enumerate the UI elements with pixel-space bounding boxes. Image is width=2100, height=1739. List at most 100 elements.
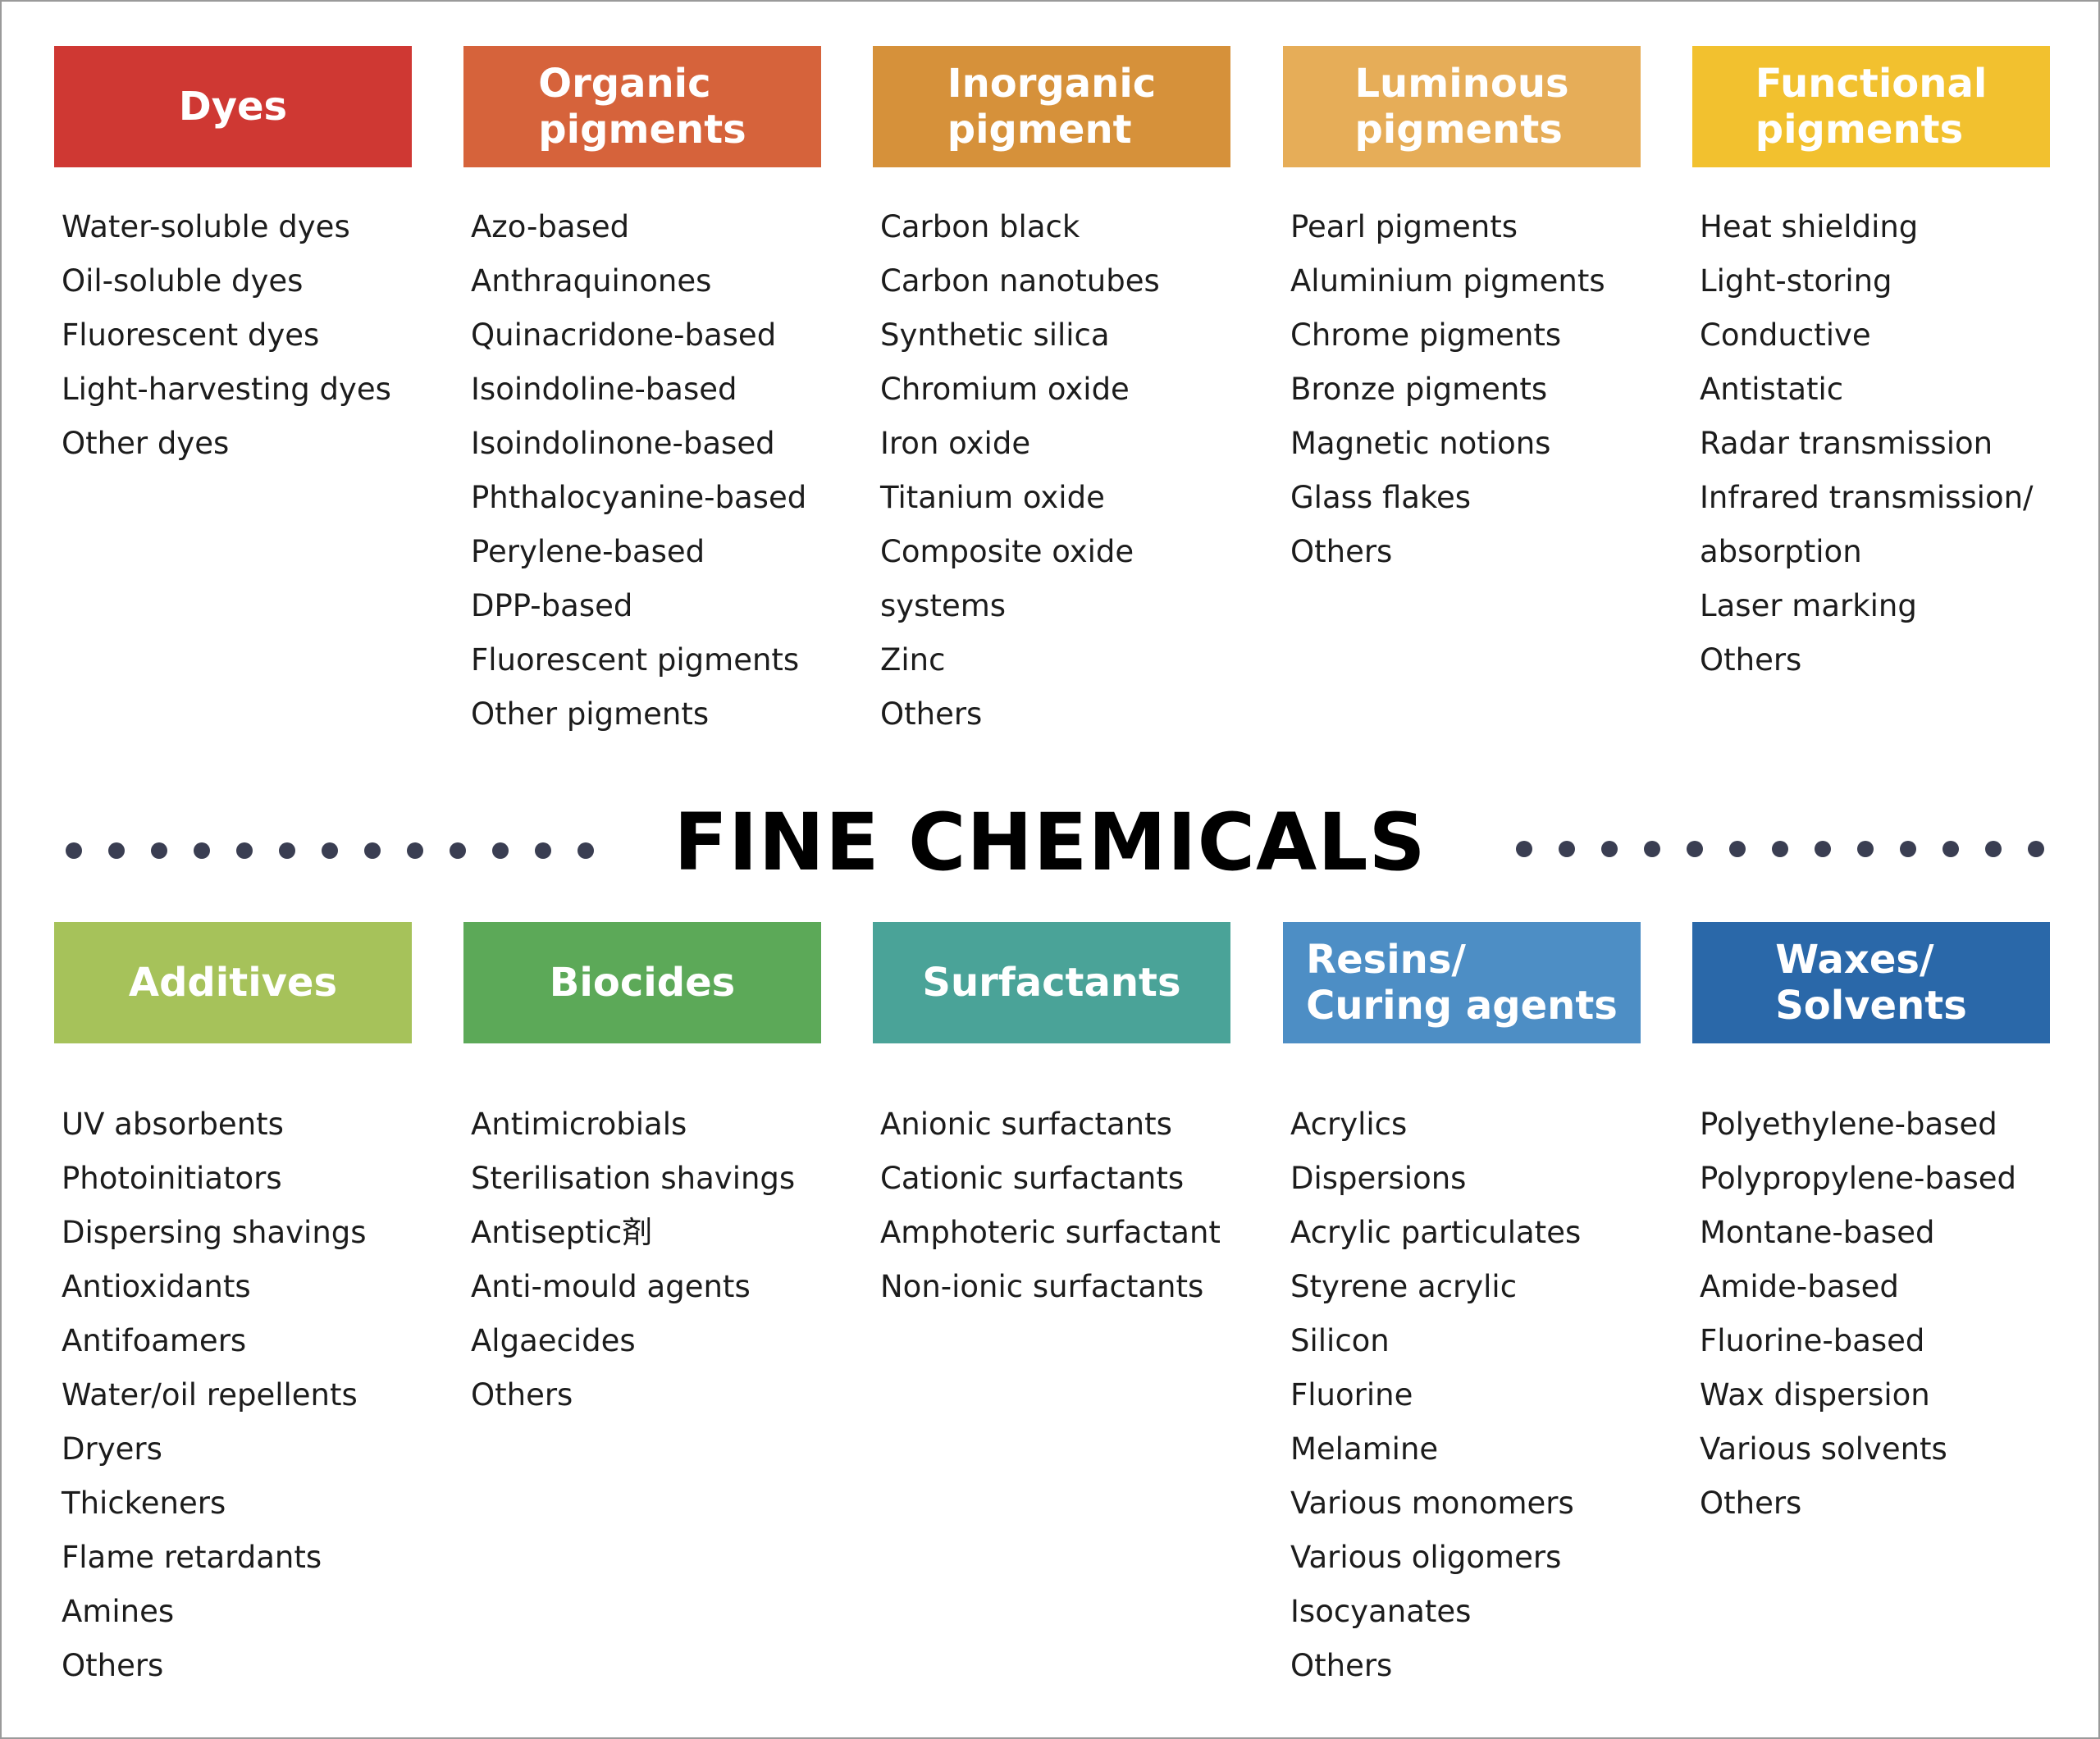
category-header-luminous-pigments: Luminous pigments xyxy=(1283,46,1641,167)
list-item: Others xyxy=(62,1648,164,1683)
list-item: UV absorbents xyxy=(62,1107,284,1142)
category-header-surfactants: Surfactants xyxy=(873,922,1230,1043)
category-header-biocides: Biocides xyxy=(463,922,821,1043)
list-item: Heat shielding xyxy=(1700,209,1919,244)
category-title: Functional pigments xyxy=(1755,61,1988,153)
list-item: Acrylic particulates xyxy=(1290,1215,1582,1250)
list-item: Others xyxy=(880,696,983,732)
list-item: Laser marking xyxy=(1700,588,1917,623)
category-title: Organic pigments xyxy=(538,61,746,153)
dot xyxy=(279,842,295,859)
list-item: Amide-based xyxy=(1700,1269,1899,1304)
list-item: Oil-soluble dyes xyxy=(62,263,304,299)
category-title: Dyes xyxy=(178,84,288,130)
dot xyxy=(535,842,551,859)
category-title: Luminous pigments xyxy=(1354,61,1569,153)
list-item: Others xyxy=(1290,534,1393,569)
list-item: Isoindoline-based xyxy=(471,372,737,407)
list-item: Other pigments xyxy=(471,696,710,732)
list-item: Silicon xyxy=(1290,1323,1390,1358)
dot xyxy=(1942,841,1959,857)
list-item: Amines xyxy=(62,1594,175,1629)
dot xyxy=(151,842,167,859)
list-item: Others xyxy=(1290,1648,1393,1683)
list-item: Radar transmission xyxy=(1700,426,1993,461)
dot xyxy=(194,842,210,859)
category-header-additives: Additives xyxy=(54,922,412,1043)
list-item: Dispersing shavings xyxy=(62,1215,367,1250)
list-item: Fluorescent pigments xyxy=(471,642,800,678)
category-header-resins-curing-agents: Resins/ Curing agents xyxy=(1283,922,1641,1043)
category-header-organic-pigments: Organic pigments xyxy=(463,46,821,167)
list-item: Anionic surfactants xyxy=(880,1107,1172,1142)
list-item: Other dyes xyxy=(62,426,230,461)
dot xyxy=(578,842,594,859)
list-item: Anthraquinones xyxy=(471,263,712,299)
category-title: Surfactants xyxy=(922,960,1181,1006)
list-item: Bronze pigments xyxy=(1290,372,1548,407)
list-surfactants: Anionic surfactants Cationic surfactants… xyxy=(880,1098,1266,1314)
bottom-header-row: Additives Biocides Surfactants Resins/ C… xyxy=(2,922,2098,1045)
main-title: FINE CHEMICALS xyxy=(673,796,1427,888)
list-item: Composite oxide xyxy=(880,534,1134,569)
category-header-waxes-solvents: Waxes/ Solvents xyxy=(1692,922,2050,1043)
list-item: Styrene acrylic xyxy=(1290,1269,1518,1304)
list-luminous-pigments: Pearl pigments Aluminium pigments Chrome… xyxy=(1290,200,1676,579)
list-item: Others xyxy=(1700,1486,1802,1521)
list-item: Magnetic notions xyxy=(1290,426,1551,461)
list-item: Phthalocyanine-based xyxy=(471,480,807,515)
list-item: Chromium oxide xyxy=(880,372,1130,407)
dot xyxy=(236,842,253,859)
list-item: Various solvents xyxy=(1700,1431,1947,1467)
list-resins-curing-agents: Acrylics Dispersions Acrylic particulate… xyxy=(1290,1098,1676,1693)
list-item: Polyethylene-based xyxy=(1700,1107,1997,1142)
dot xyxy=(1900,841,1916,857)
list-item: Dryers xyxy=(62,1431,162,1467)
dot xyxy=(1601,841,1618,857)
dot xyxy=(1516,841,1532,857)
category-header-inorganic-pigment: Inorganic pigment xyxy=(873,46,1230,167)
dot xyxy=(322,842,338,859)
list-waxes-solvents: Polyethylene-based Polypropylene-based M… xyxy=(1700,1098,2085,1531)
list-item: Synthetic silica xyxy=(880,317,1110,353)
list-item: Amphoteric surfactant xyxy=(880,1215,1221,1250)
list-item: Glass flakes xyxy=(1290,480,1472,515)
list-item: Carbon black xyxy=(880,209,1080,244)
list-additives: UV absorbents Photoinitiators Dispersing… xyxy=(62,1098,447,1693)
dot xyxy=(364,842,381,859)
list-item: Antiseptic剤 xyxy=(471,1215,653,1250)
list-item: Light-harvesting dyes xyxy=(62,372,391,407)
list-item: Water-soluble dyes xyxy=(62,209,350,244)
category-title: Resins/ Curing agents xyxy=(1306,937,1618,1029)
list-item: Others xyxy=(471,1377,573,1413)
list-item: Antioxidants xyxy=(62,1269,251,1304)
dot xyxy=(1729,841,1746,857)
dot xyxy=(492,842,509,859)
list-item: systems xyxy=(880,588,1007,623)
list-item: Isoindolinone-based xyxy=(471,426,775,461)
list-item: Water/oil repellents xyxy=(62,1377,358,1413)
list-item: Melamine xyxy=(1290,1431,1439,1467)
category-title: Waxes/ Solvents xyxy=(1775,937,1967,1029)
list-item: Infrared transmission/ xyxy=(1700,480,2034,515)
list-item: Iron oxide xyxy=(880,426,1031,461)
category-title: Inorganic pigment xyxy=(947,61,1157,153)
list-item: Montane-based xyxy=(1700,1215,1935,1250)
list-item: Non-ionic surfactants xyxy=(880,1269,1204,1304)
category-header-dyes: Dyes xyxy=(54,46,412,167)
dot xyxy=(1644,841,1660,857)
dot xyxy=(407,842,423,859)
list-item: Fluorine-based xyxy=(1700,1323,1925,1358)
list-item: Algaecides xyxy=(471,1323,636,1358)
dot xyxy=(108,842,125,859)
list-item: Others xyxy=(1700,642,1802,678)
list-item: DPP-based xyxy=(471,588,633,623)
list-item: Antimicrobials xyxy=(471,1107,687,1142)
list-item: Dispersions xyxy=(1290,1161,1467,1196)
list-item: Carbon nanotubes xyxy=(880,263,1160,299)
list-item: Fluorescent dyes xyxy=(62,317,320,353)
list-functional-pigments: Heat shielding Light-storing Conductive … xyxy=(1700,200,2085,687)
category-header-functional-pigments: Functional pigments xyxy=(1692,46,2050,167)
list-item: Anti-mould agents xyxy=(471,1269,751,1304)
